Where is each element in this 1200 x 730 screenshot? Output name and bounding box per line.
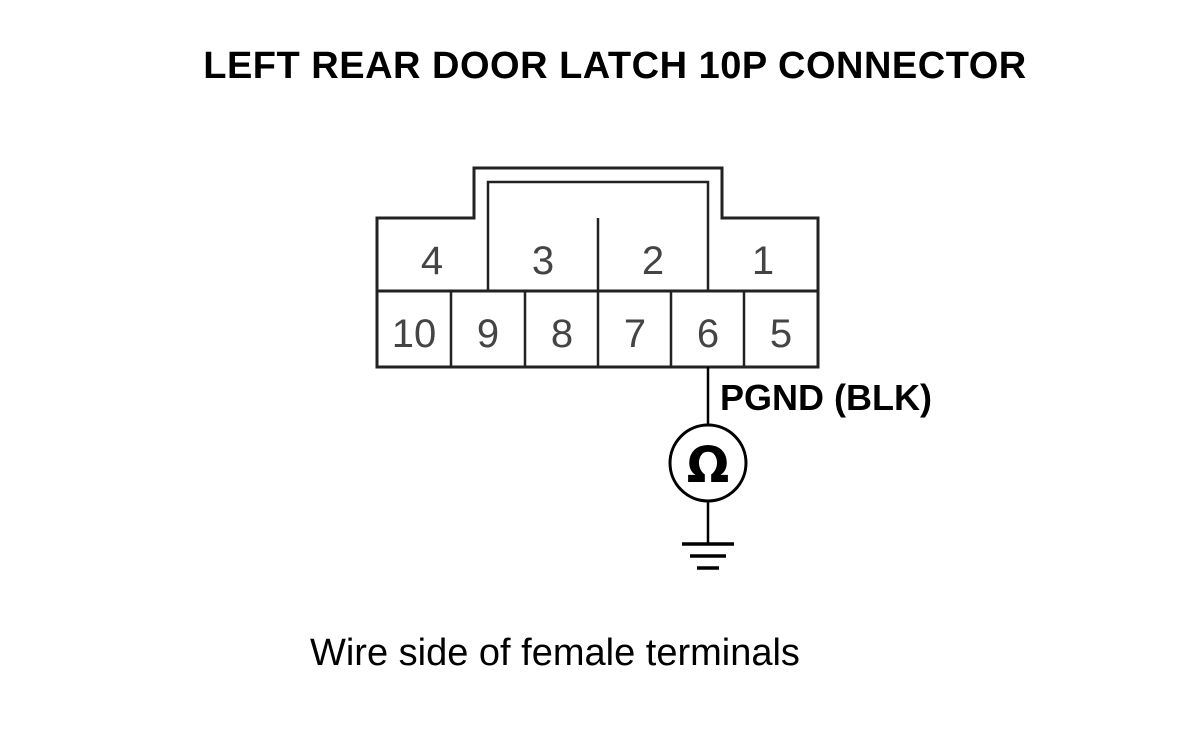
pin-8-label: 8: [551, 312, 573, 356]
pin-6-label: 6: [697, 312, 719, 356]
pin-9-label: 9: [477, 312, 499, 356]
diagram-title: LEFT REAR DOOR LATCH 10P CONNECTOR: [203, 45, 1027, 87]
wire-label: PGND (BLK): [720, 377, 932, 418]
caption: Wire side of female terminals: [310, 632, 800, 674]
pin-10-label: 10: [392, 312, 437, 356]
ohm-symbol: Ω: [687, 436, 730, 494]
pin-4-label: 4: [421, 239, 443, 283]
pin-5-label: 5: [770, 312, 792, 356]
pin-3-label: 3: [532, 239, 554, 283]
ground-icon: [682, 542, 734, 570]
pin-7-label: 7: [624, 312, 646, 356]
connector-housing: [375, 166, 820, 369]
pin-2-label: 2: [642, 239, 664, 283]
pin-1-label: 1: [752, 239, 774, 283]
